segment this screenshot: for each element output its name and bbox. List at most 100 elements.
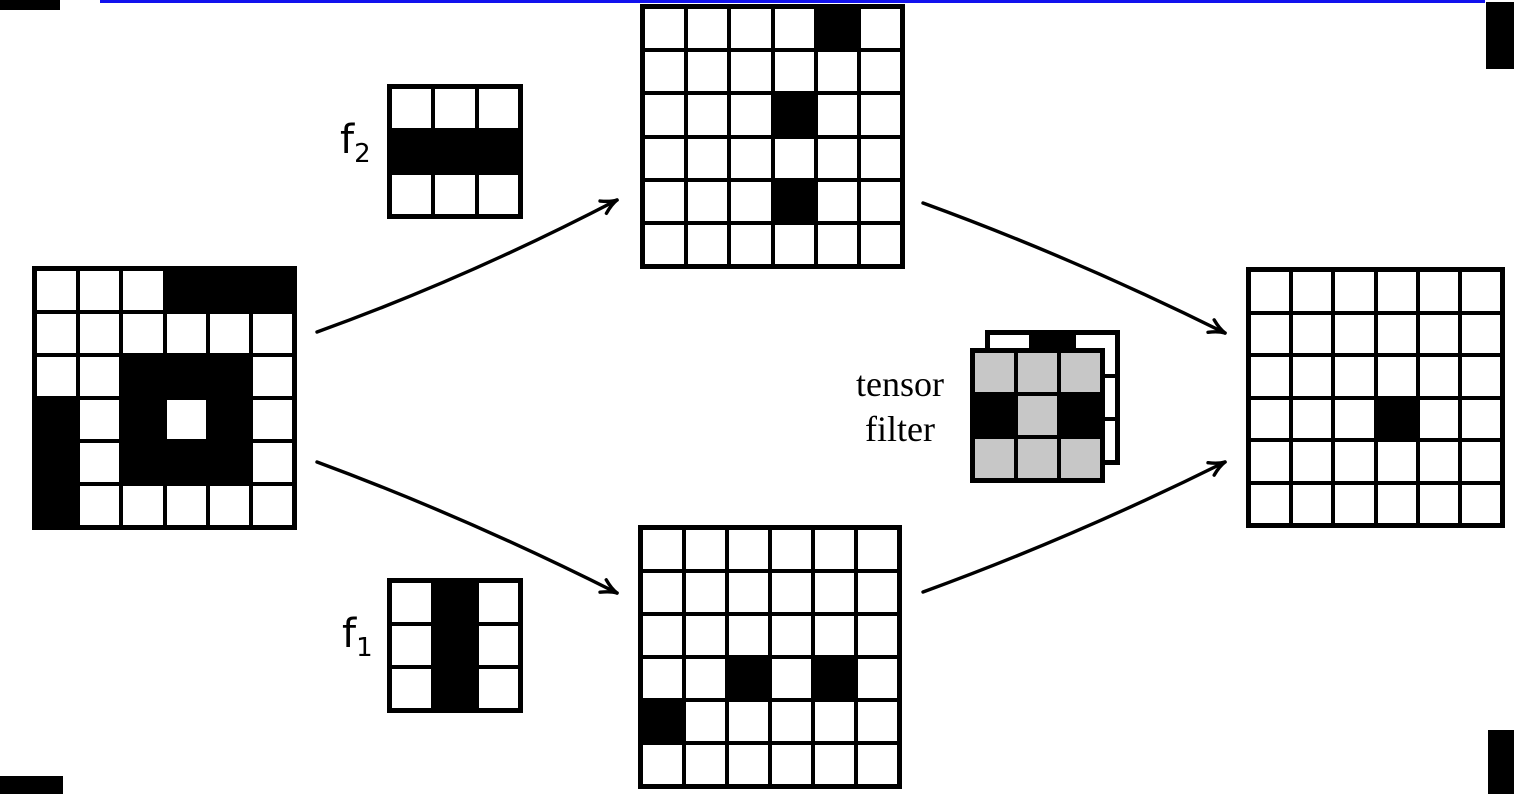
final-output-cell-r5c5 xyxy=(1419,442,1458,481)
final-output-grid xyxy=(1246,267,1505,528)
conv-f2-output-cell-r2c3 xyxy=(731,52,771,92)
final-output-cell-r1c4 xyxy=(1377,272,1416,311)
filter-f1-label-sub: 1 xyxy=(356,633,373,663)
conv-f2-output-cell-r1c1 xyxy=(645,9,685,49)
conv-f2-output-cell-r5c1 xyxy=(645,181,685,221)
conv-f1-output-cell-r6c2 xyxy=(686,745,725,784)
tensor-filter-label: tensor filter xyxy=(818,362,982,452)
input-cell-r6c2 xyxy=(80,486,120,525)
final-output-cell-r3c1 xyxy=(1251,357,1290,396)
input-to-f2-output-arrow xyxy=(315,198,619,334)
input-cell-r1c5 xyxy=(209,271,249,310)
input-cell-r4c2 xyxy=(80,400,120,439)
conv-f1-output-cell-r3c5 xyxy=(815,616,854,655)
conv-f1-output-cell-r3c6 xyxy=(858,616,897,655)
final-output-cell-r4c3 xyxy=(1335,399,1374,438)
conv-f2-output-cell-r6c5 xyxy=(817,224,857,264)
final-output-cell-r1c3 xyxy=(1335,272,1374,311)
conv-f1-output-cell-r5c4 xyxy=(772,702,811,741)
filter-f1-cell-r1c1 xyxy=(392,583,432,622)
f1-output-to-final-arrowhead-barb xyxy=(1206,460,1227,465)
conv-f1-output-cell-r4c6 xyxy=(858,659,897,698)
input-cell-r5c2 xyxy=(80,443,120,482)
input-cell-r5c4 xyxy=(166,443,206,482)
corner-mark-top-right xyxy=(1486,2,1514,69)
input-cell-r4c5 xyxy=(209,400,249,439)
corner-mark-top-left xyxy=(0,0,60,10)
tensor-front-cell-r2c3 xyxy=(1061,396,1100,435)
conv-f2-output-cell-r2c4 xyxy=(774,52,814,92)
final-output-cell-r6c6 xyxy=(1461,484,1500,523)
conv-f1-output-cell-r4c5 xyxy=(815,659,854,698)
filter-f1-cell-r3c1 xyxy=(392,669,432,708)
final-output-cell-r6c4 xyxy=(1377,484,1416,523)
final-output-cell-r5c3 xyxy=(1335,442,1374,481)
final-output-cell-r3c6 xyxy=(1461,357,1500,396)
input-cell-r2c5 xyxy=(209,314,249,353)
conv-f1-output-cell-r6c1 xyxy=(643,745,682,784)
input-cell-r1c6 xyxy=(252,271,292,310)
conv-f2-output-cell-r3c3 xyxy=(731,95,771,135)
conv-f2-output-cell-r6c1 xyxy=(645,224,685,264)
conv-f1-output-cell-r1c6 xyxy=(858,530,897,569)
input-cell-r6c4 xyxy=(166,486,206,525)
filter-f1-cell-r2c2 xyxy=(435,626,475,665)
tensor-front-cell-r3c1 xyxy=(975,439,1014,478)
conv-f1-output-cell-r3c2 xyxy=(686,616,725,655)
filter-f1-cell-r1c3 xyxy=(478,583,518,622)
final-output-cell-r4c2 xyxy=(1293,399,1332,438)
tensor-front-cell-r2c2 xyxy=(1018,396,1057,435)
input-cell-r4c4 xyxy=(166,400,206,439)
tensor-front-cell-r1c2 xyxy=(1018,353,1057,392)
input-cell-r3c3 xyxy=(123,357,163,396)
conv-f1-output-cell-r6c4 xyxy=(772,745,811,784)
final-output-cell-r5c1 xyxy=(1251,442,1290,481)
top-accent-line xyxy=(100,0,1485,3)
conv-f2-output-cell-r3c4 xyxy=(774,95,814,135)
f1-output-to-final-arrowhead-barb xyxy=(1212,460,1227,477)
conv-f2-output-cell-r1c6 xyxy=(860,9,900,49)
final-output-cell-r1c6 xyxy=(1461,272,1500,311)
conv-f2-output-cell-r6c3 xyxy=(731,224,771,264)
conv-f1-output-cell-r1c1 xyxy=(643,530,682,569)
input-cell-r1c3 xyxy=(123,271,163,310)
input-cell-r1c1 xyxy=(37,271,77,310)
filter-f1-cell-r3c2 xyxy=(435,669,475,708)
input-cell-r3c2 xyxy=(80,357,120,396)
final-output-cell-r2c4 xyxy=(1377,314,1416,353)
f2-output-to-final-arrowhead-barb xyxy=(1212,318,1227,335)
filter-f2-cell-r3c1 xyxy=(392,175,432,214)
final-output-cell-r1c1 xyxy=(1251,272,1290,311)
input-cell-r3c6 xyxy=(252,357,292,396)
tensor-filter-label-line1: tensor xyxy=(856,364,944,404)
conv-f2-output-cell-r4c5 xyxy=(817,138,857,178)
final-output-cell-r3c4 xyxy=(1377,357,1416,396)
input-cell-r2c6 xyxy=(252,314,292,353)
tensor-front-cell-r1c3 xyxy=(1061,353,1100,392)
corner-mark-bottom-left xyxy=(0,776,63,794)
input-cell-r3c4 xyxy=(166,357,206,396)
conv-f2-output-cell-r5c5 xyxy=(817,181,857,221)
filter-f2-cell-r1c2 xyxy=(435,89,475,128)
input-cell-r6c5 xyxy=(209,486,249,525)
final-output-cell-r4c4 xyxy=(1377,399,1416,438)
input-cell-r2c1 xyxy=(37,314,77,353)
final-output-cell-r2c3 xyxy=(1335,314,1374,353)
conv-f1-output-cell-r4c1 xyxy=(643,659,682,698)
conv-f1-output-cell-r4c4 xyxy=(772,659,811,698)
final-output-cell-r4c5 xyxy=(1419,399,1458,438)
f2-output-to-final-arrow xyxy=(921,201,1227,335)
conv-f1-output-cell-r3c3 xyxy=(729,616,768,655)
filter-f2-cell-r1c1 xyxy=(392,89,432,128)
conv-f2-output-cell-r1c3 xyxy=(731,9,771,49)
final-output-cell-r6c1 xyxy=(1251,484,1290,523)
input-cell-r2c4 xyxy=(166,314,206,353)
input-cell-r5c6 xyxy=(252,443,292,482)
conv-f2-output-cell-r1c5 xyxy=(817,9,857,49)
final-output-cell-r2c2 xyxy=(1293,314,1332,353)
filter-f2-cell-r1c3 xyxy=(478,89,518,128)
filter-f1-cell-r2c1 xyxy=(392,626,432,665)
input-cell-r6c3 xyxy=(123,486,163,525)
final-output-cell-r3c5 xyxy=(1419,357,1458,396)
